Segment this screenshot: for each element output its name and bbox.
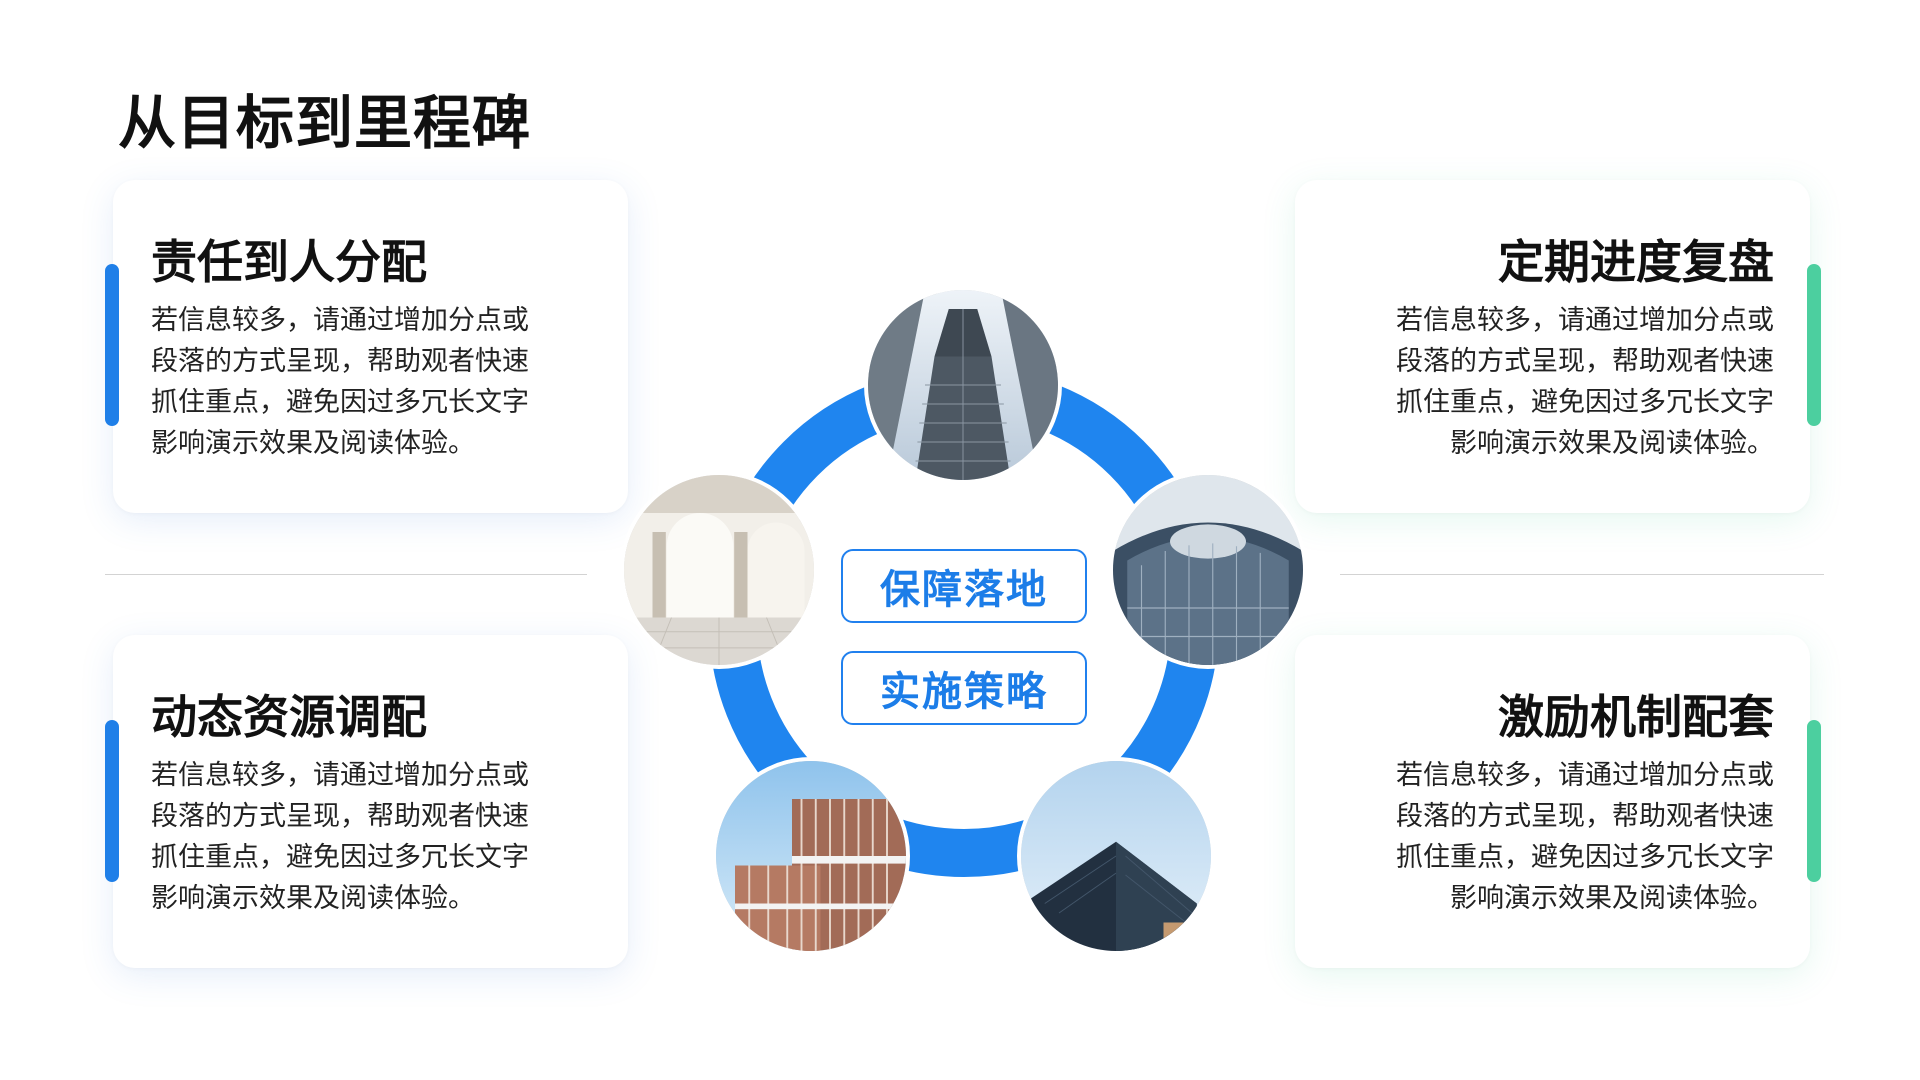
card-body: 若信息较多，请通过增加分点或段落的方式呈现，帮助观者快速抓住重点，避免因过多冗长…	[1396, 760, 1774, 914]
card-accent-bar	[1807, 720, 1821, 882]
photo-curved-facade	[1109, 471, 1307, 669]
divider-right	[1340, 574, 1824, 575]
card-resource-allocation: 动态资源调配 若信息较多，请通过增加分点或段落的方式呈现，帮助观者快速抓住重点，…	[113, 635, 628, 968]
photo-skyscraper	[864, 286, 1062, 484]
card-heading: 定期进度复盘	[1498, 235, 1774, 289]
card-heading: 责任到人分配	[151, 235, 427, 289]
card-body: 若信息较多，请通过增加分点或段落的方式呈现，帮助观者快速抓住重点，避免因过多冗长…	[1396, 305, 1774, 459]
card-accent-bar	[105, 720, 119, 882]
card-accent-bar	[1807, 264, 1821, 426]
photo-arches	[620, 471, 818, 669]
card-incentives: 激励机制配套 若信息较多，请通过增加分点或段落的方式呈现，帮助观者快速抓住重点，…	[1295, 635, 1810, 968]
card-body: 若信息较多，请通过增加分点或段落的方式呈现，帮助观者快速抓住重点，避免因过多冗长…	[151, 760, 529, 914]
card-body: 若信息较多，请通过增加分点或段落的方式呈现，帮助观者快速抓住重点，避免因过多冗长…	[151, 305, 529, 459]
card-accent-bar	[105, 264, 119, 426]
photo-angled-roof	[1017, 757, 1215, 955]
card-heading: 激励机制配套	[1498, 690, 1774, 744]
card-heading: 动态资源调配	[151, 690, 427, 744]
divider-left	[105, 574, 587, 575]
center-label-strategy: 实施策略	[841, 651, 1087, 725]
page-title: 从目标到里程碑	[118, 89, 532, 157]
photo-wooden-facade	[712, 757, 910, 955]
card-progress-review: 定期进度复盘 若信息较多，请通过增加分点或段落的方式呈现，帮助观者快速抓住重点，…	[1295, 180, 1810, 513]
card-responsibility: 责任到人分配 若信息较多，请通过增加分点或段落的方式呈现，帮助观者快速抓住重点，…	[113, 180, 628, 513]
center-label-guarantee: 保障落地	[841, 549, 1087, 623]
